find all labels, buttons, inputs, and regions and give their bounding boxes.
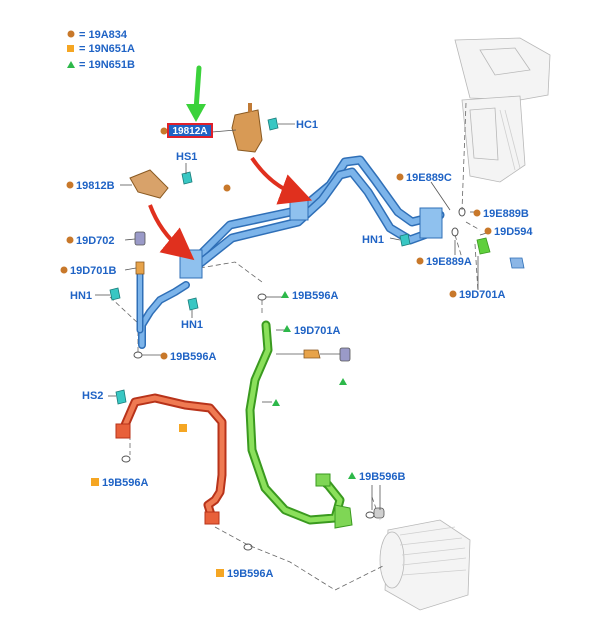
highlighted-part[interactable]: 19812A: [167, 123, 213, 138]
marker-circle: [66, 181, 74, 189]
label-19e889b[interactable]: 19E889B: [483, 208, 529, 220]
label-hs2[interactable]: HS2: [82, 390, 103, 402]
label-19e889a[interactable]: 19E889A: [426, 256, 472, 268]
bracket-19812a: [231, 109, 263, 153]
red-arrow-1: [250, 156, 313, 205]
cap-19d701a: [339, 347, 351, 362]
marker-circle: [449, 290, 457, 298]
oring: [243, 543, 253, 551]
marker-square: [179, 424, 187, 432]
marker-circle: [66, 236, 74, 244]
oring: [257, 293, 267, 301]
label-19b596a-1[interactable]: 19B596A: [170, 351, 217, 363]
label-hn1-left[interactable]: HN1: [70, 290, 92, 302]
green-arrow: [193, 65, 202, 113]
marker-circle: [416, 257, 424, 265]
label-19d702[interactable]: 19D702: [76, 235, 115, 247]
marker-circle: [160, 127, 168, 135]
marker-triangle: [348, 472, 356, 479]
oring: [121, 455, 131, 463]
hvac-unit-ghost: [454, 37, 551, 183]
red-arrow-2: [148, 204, 195, 261]
bracket-19812b: [129, 169, 169, 199]
marker-triangle: [281, 291, 289, 298]
marker-triangle: [272, 399, 280, 406]
label-hc1[interactable]: HC1: [296, 119, 318, 131]
blue-suction-pipe: [136, 155, 445, 349]
legend-item-19a834: = 19A834: [79, 29, 128, 41]
legend-circle-marker: [67, 30, 75, 38]
marker-circle: [473, 209, 481, 217]
marker-circle: [160, 352, 168, 360]
marker-circle: [60, 266, 68, 274]
label-19d701a-1[interactable]: 19D701A: [294, 325, 341, 337]
legend-item-19n651b: = 19N651B: [79, 59, 135, 71]
hn1-fitting-right: [399, 233, 411, 247]
green-arrow-head: [186, 104, 206, 122]
marker-triangle: [283, 325, 291, 332]
label-19e889c[interactable]: 19E889C: [406, 172, 452, 184]
hs2-fitting: [115, 389, 127, 405]
legend: = 19A834 = 19N651A = 19N651B: [67, 29, 135, 71]
label-19d594[interactable]: 19D594: [494, 226, 533, 238]
compressor-ghost: [379, 519, 471, 611]
valve-19d594: [476, 237, 491, 255]
marker-square: [216, 569, 224, 577]
marker-circle: [396, 173, 404, 181]
legend-item-19n651a: = 19N651A: [79, 43, 135, 55]
oring: [458, 207, 466, 217]
valve-19d701b: [135, 261, 145, 275]
label-19b596a-2[interactable]: 19B596A: [102, 477, 149, 489]
valve-19d701a: [303, 349, 321, 359]
legend-square-marker: [67, 45, 74, 52]
red-discharge-pipe: [115, 393, 227, 525]
oring: [365, 511, 375, 519]
label-hn1-right[interactable]: HN1: [362, 234, 384, 246]
green-liquid-pipe: [245, 320, 353, 529]
part-label-19812a[interactable]: 19812A: [172, 126, 207, 137]
valve-19d701a-right: [509, 257, 525, 269]
marker-circle: [223, 184, 231, 192]
fitting-19b596b: [373, 507, 385, 519]
marker-triangle: [339, 378, 347, 385]
hc1-fitting: [267, 117, 279, 131]
marker-circle: [484, 227, 492, 235]
label-19b596a-4[interactable]: 19B596A: [227, 568, 274, 580]
hs1-fitting: [181, 171, 193, 185]
hn1-fitting-left: [109, 287, 121, 301]
parts: [109, 103, 525, 551]
oring: [133, 351, 143, 359]
marker-square: [91, 478, 99, 486]
hn1-fitting-mid: [187, 297, 199, 311]
label-hs1[interactable]: HS1: [176, 151, 197, 163]
label-19d701b[interactable]: 19D701B: [70, 265, 117, 277]
label-hn1-mid[interactable]: HN1: [181, 319, 203, 331]
oring: [451, 227, 459, 237]
label-19d701a-2[interactable]: 19D701A: [459, 289, 506, 301]
label-19b596b[interactable]: 19B596B: [359, 471, 406, 483]
label-19812b[interactable]: 19812B: [76, 180, 115, 192]
highlight-box: [167, 123, 213, 138]
cap-19d702: [134, 231, 146, 246]
part-labels: HC1 HS1 19812B 19D702 19D701B HN1 HN1 19…: [60, 119, 533, 580]
callout-arrows: [148, 65, 313, 261]
label-19b596a-3[interactable]: 19B596A: [292, 290, 339, 302]
legend-triangle-marker: [67, 61, 75, 68]
